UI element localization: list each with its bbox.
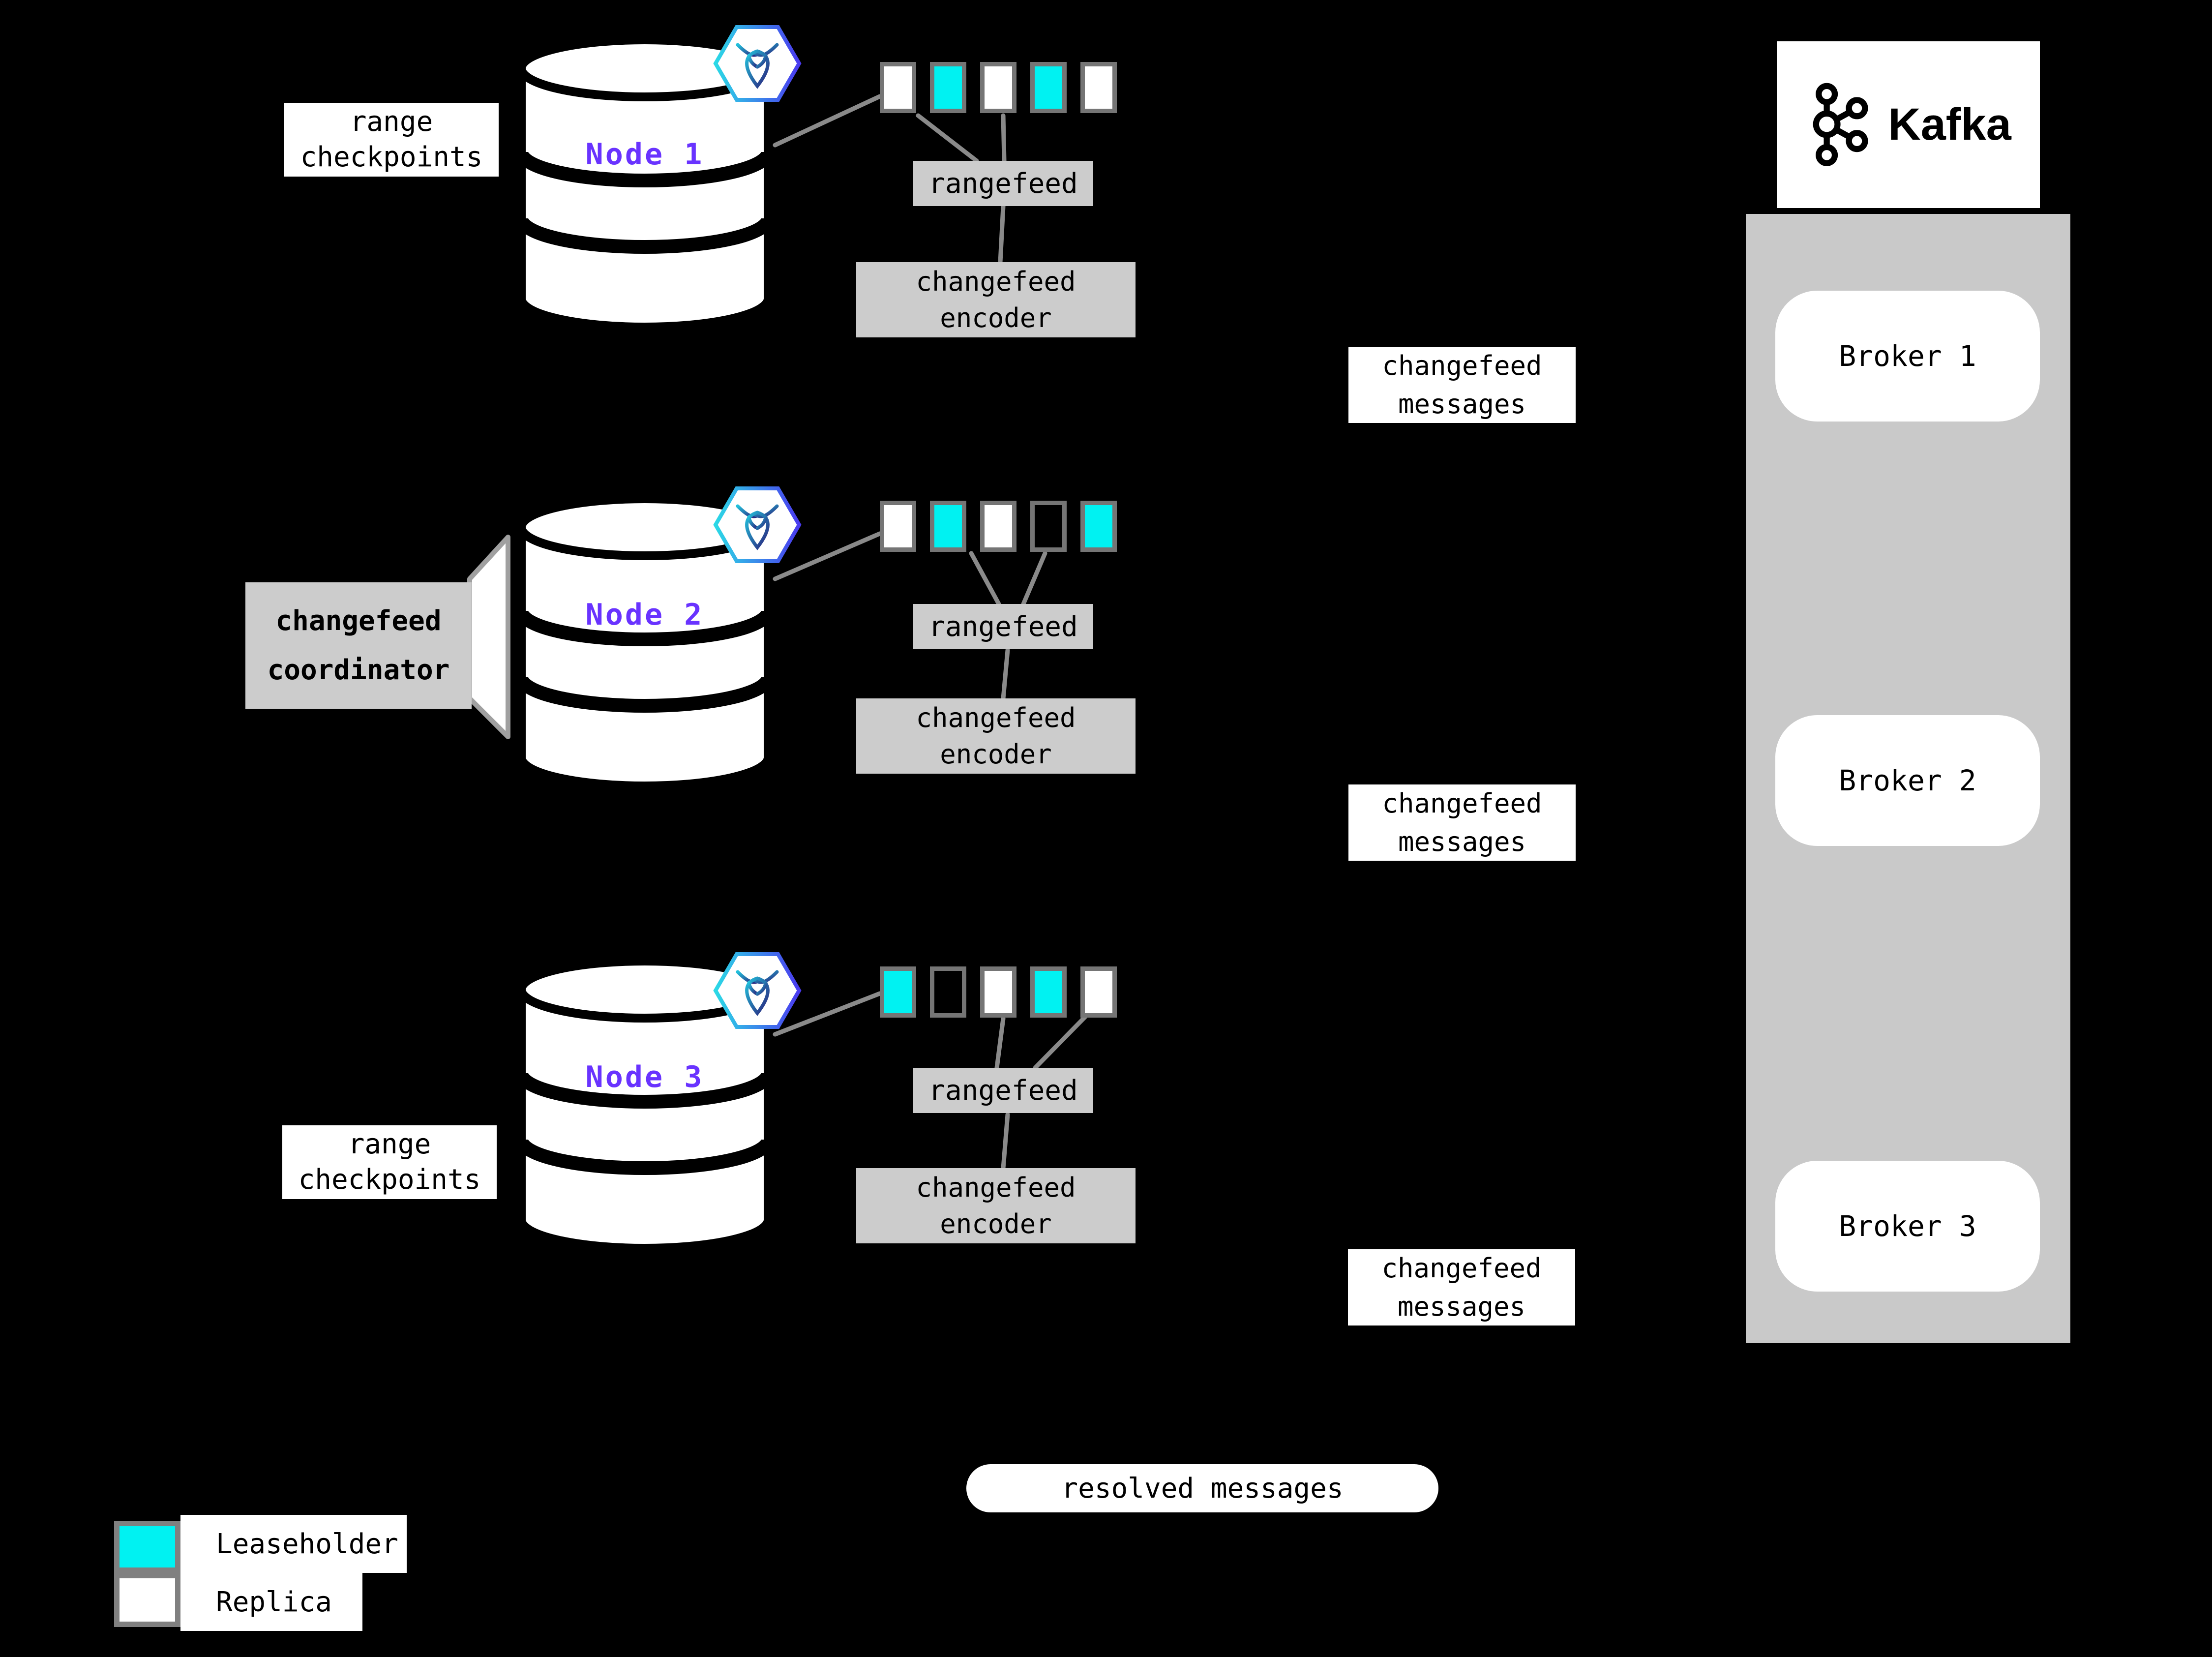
broker-2: Broker 2: [1775, 715, 2040, 846]
encoder-line2: encoder: [940, 738, 1052, 770]
range-replica: [1080, 966, 1117, 1018]
messages-line2: messages: [1397, 1291, 1526, 1322]
rangefeed-box-node3: rangefeed: [913, 1068, 1093, 1113]
node2-range-to-rangefeed-line: [1021, 551, 1047, 606]
rangefeed-label: rangefeed: [928, 610, 1078, 643]
legend-swatch-replica: [114, 1573, 180, 1627]
legend-label-leaseholder: Leaseholder: [180, 1515, 407, 1573]
node-2-ranges: [880, 501, 1117, 552]
range-replica: [980, 62, 1016, 113]
rangefeed-label: rangefeed: [928, 167, 1078, 200]
node2-rangefeed-to-encoder-line: [1001, 648, 1010, 701]
node-1-label: Node 1: [585, 137, 704, 172]
node-3-ranges: [880, 966, 1117, 1018]
range-checkpoints-line2: checkpoints: [300, 141, 483, 173]
node-2-label: Node 2: [585, 598, 704, 632]
node1-to-ranges-line: [773, 94, 882, 148]
node2-range-to-rangefeed-line: [969, 551, 1001, 606]
messages-line1: changefeed: [1382, 787, 1542, 819]
node-1-ranges: [880, 62, 1117, 113]
rangefeed-box-node1: rangefeed: [913, 161, 1093, 206]
broker-3: Broker 3: [1775, 1161, 2040, 1292]
messages-line2: messages: [1398, 826, 1526, 857]
coordinator-line2: coordinator: [267, 654, 450, 686]
legend-label-replica: Replica: [180, 1573, 362, 1631]
range-checkpoints-line2: checkpoints: [298, 1164, 481, 1196]
changefeed-messages-label-2: changefeed messages: [1348, 784, 1576, 861]
encoder-line2: encoder: [940, 1208, 1052, 1239]
rangefeed-box-node2: rangefeed: [913, 604, 1093, 649]
range-checkpoints-line1: range: [350, 106, 433, 138]
node3-range-to-rangefeed-line: [994, 1016, 1006, 1070]
coordinator-flag-shape: [467, 535, 510, 739]
cockroachdb-logo-icon: [716, 954, 799, 1027]
encoder-line2: encoder: [940, 302, 1052, 333]
kafka-logo-icon: [1813, 83, 1868, 166]
coordinator-line1: changefeed: [275, 604, 442, 637]
changefeed-messages-label-3: changefeed messages: [1348, 1249, 1575, 1326]
node-3-label: Node 3: [585, 1060, 704, 1094]
cockroachdb-logo-icon: [716, 27, 799, 100]
range-replica: [880, 501, 916, 552]
messages-line2: messages: [1398, 388, 1526, 420]
range-replica: [1080, 62, 1117, 113]
range-leaseholder: [880, 966, 916, 1018]
kafka-header: Kafka: [1777, 41, 2040, 208]
range-leaseholder: [1030, 966, 1067, 1018]
node1-rangefeed-to-encoder-line: [998, 204, 1006, 265]
messages-line1: changefeed: [1382, 350, 1542, 381]
range-replica: [980, 501, 1016, 552]
range-replica: [880, 62, 916, 113]
rangefeed-label: rangefeed: [928, 1074, 1078, 1107]
changefeed-coordinator-label: changefeed coordinator: [245, 582, 472, 709]
range-leaseholder: [1080, 501, 1117, 552]
changefeed-encoder-box-node2: changefeed encoder: [856, 698, 1136, 774]
range-empty: [1030, 501, 1067, 552]
changefeed-messages-label-1: changefeed messages: [1348, 347, 1576, 423]
kafka-wordmark: Kafka: [1888, 99, 2011, 150]
legend-swatch-leaseholder: [114, 1521, 180, 1573]
changefeed-encoder-box-node1: changefeed encoder: [856, 262, 1136, 337]
range-leaseholder: [930, 501, 966, 552]
changefeed-encoder-box-node3: changefeed encoder: [856, 1168, 1136, 1243]
range-checkpoints-line1: range: [348, 1128, 431, 1160]
encoder-line1: changefeed: [916, 266, 1076, 297]
range-leaseholder: [1030, 62, 1067, 113]
connector-lines: [773, 94, 1090, 1171]
range-replica: [980, 966, 1016, 1018]
node3-range-to-rangefeed-line: [1033, 1012, 1090, 1070]
encoder-line1: changefeed: [916, 702, 1076, 733]
broker-1: Broker 1: [1775, 291, 2040, 422]
messages-line1: changefeed: [1381, 1252, 1542, 1284]
node2-to-ranges-line: [773, 531, 882, 581]
range-leaseholder: [930, 62, 966, 113]
range-empty: [930, 966, 966, 1018]
range-checkpoints-label-node1: range checkpoints: [284, 103, 499, 177]
encoder-line1: changefeed: [916, 1172, 1076, 1203]
resolved-messages-label: resolved messages: [966, 1464, 1438, 1512]
arrowhead-into-broker-1: [2063, 330, 2092, 357]
node3-rangefeed-to-encoder-line: [1001, 1112, 1010, 1171]
cockroachdb-logo-icon: [716, 488, 799, 561]
node3-to-ranges-line: [773, 991, 882, 1037]
node1-range-to-rangefeed-line: [916, 113, 979, 163]
range-checkpoints-label-node3: range checkpoints: [282, 1125, 497, 1199]
node1-range-to-rangefeed-line: [1001, 113, 1007, 163]
